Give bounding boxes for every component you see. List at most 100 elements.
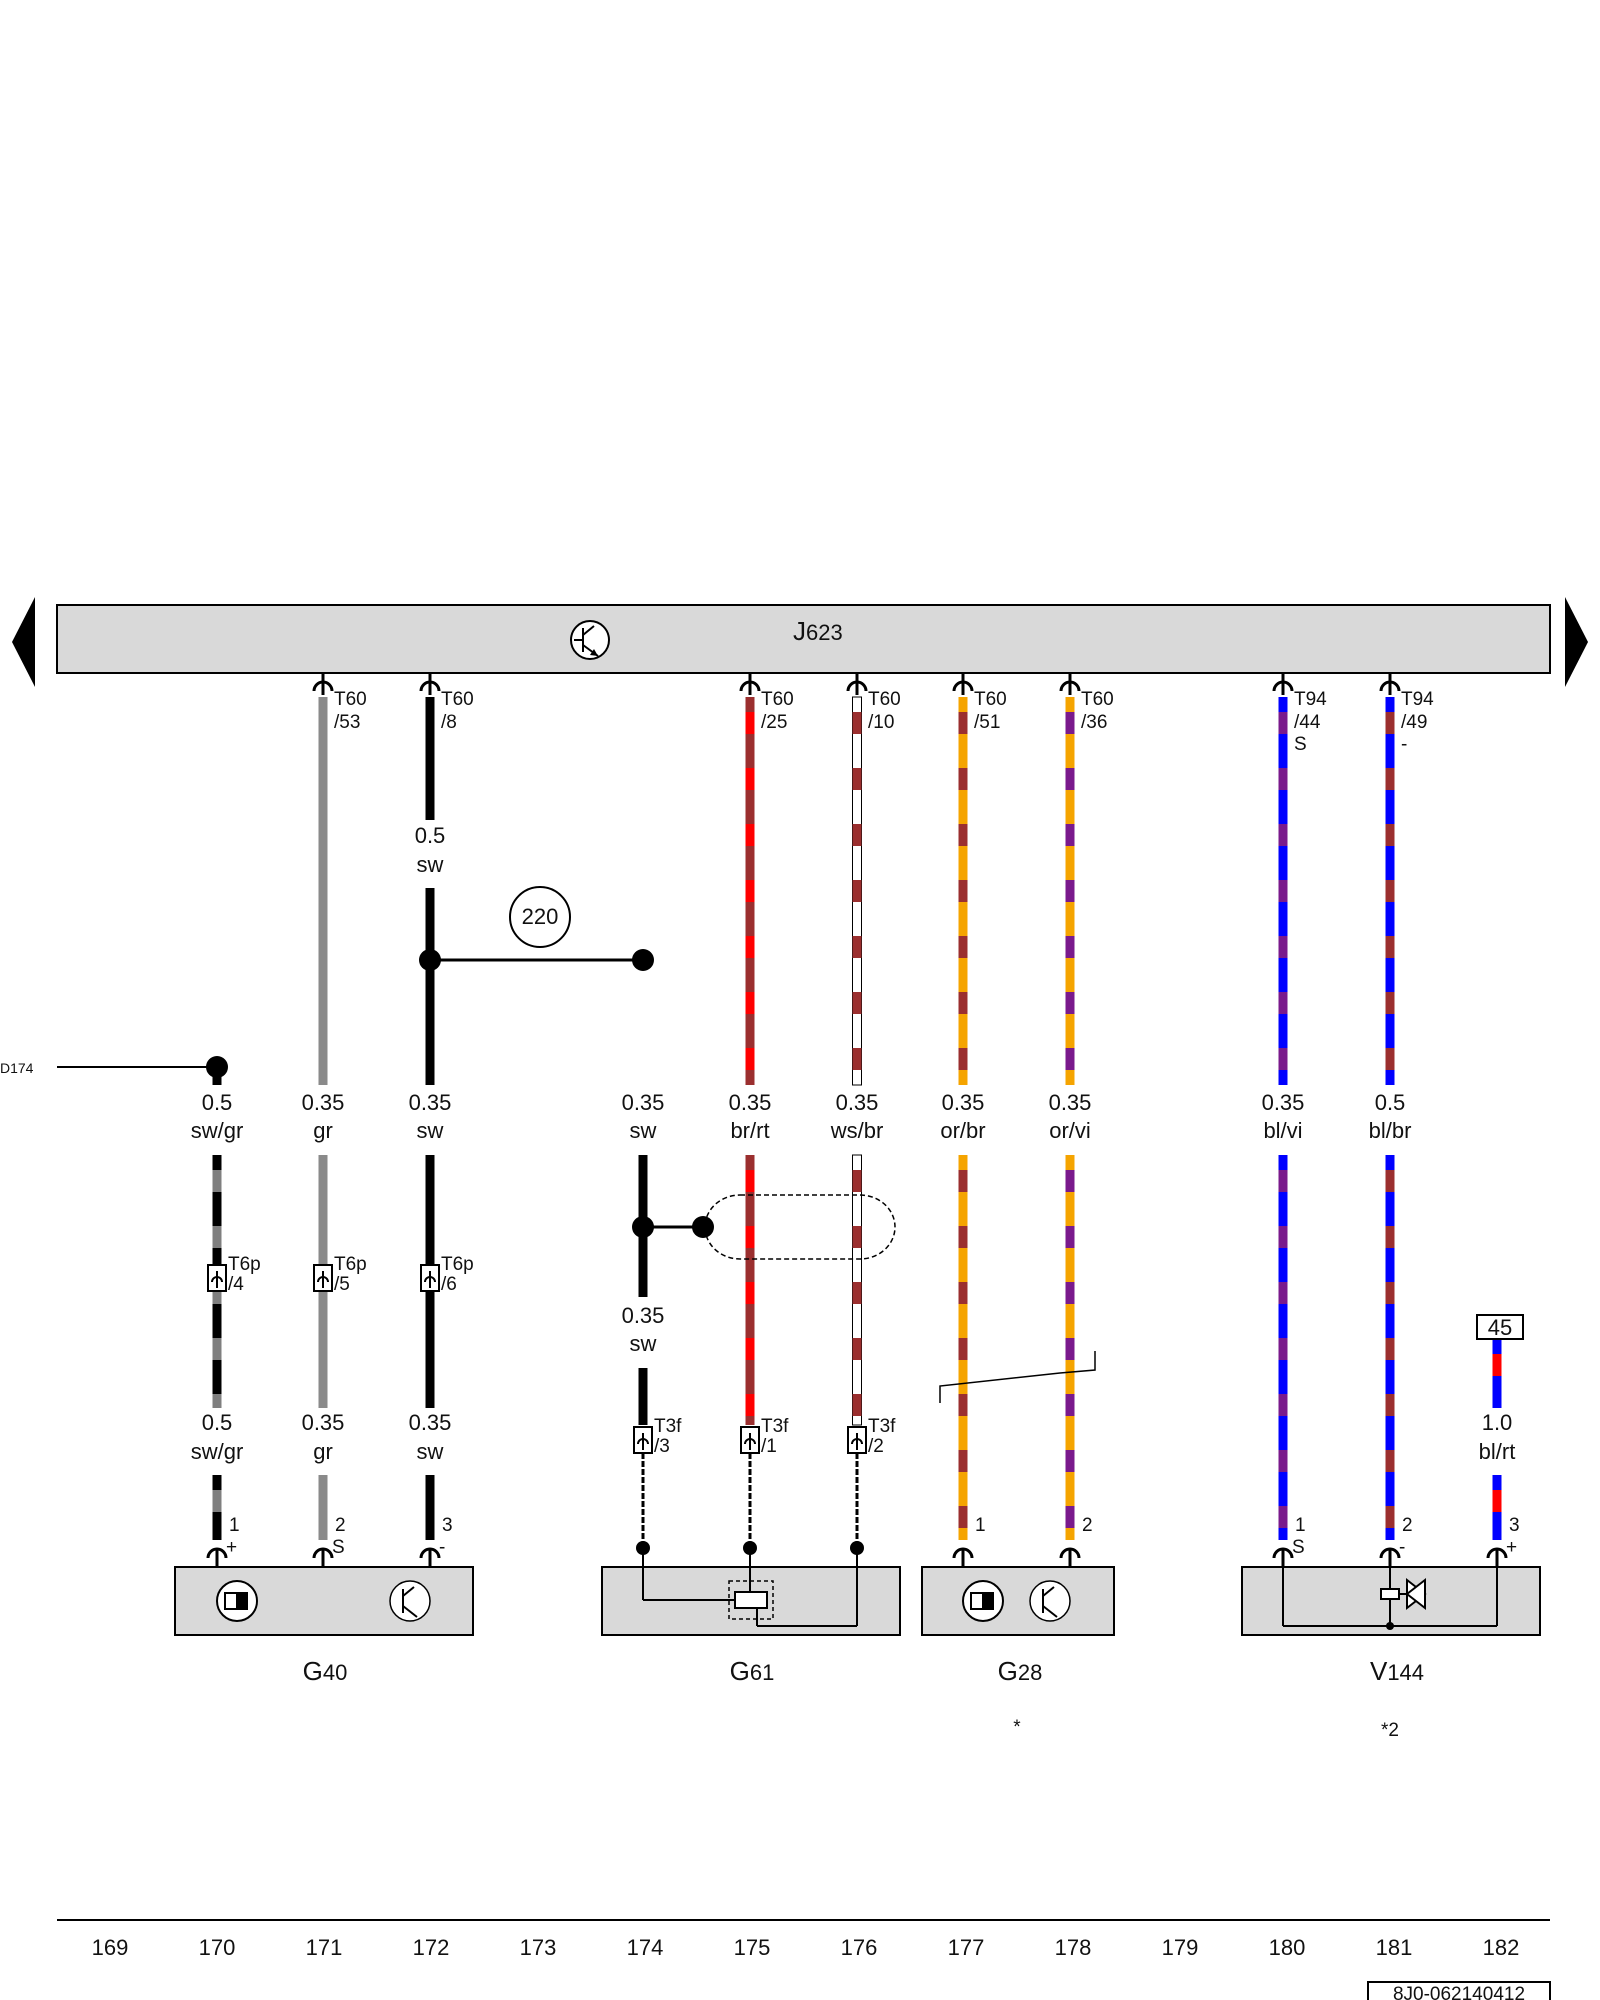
wires: 0.5sw/grT6p/40.5sw/gr1+T60/530.35grT6p/5… [191, 673, 1520, 1567]
component-pin-sign: - [1399, 1537, 1405, 1558]
component-pin-number: 1 [1295, 1515, 1306, 1536]
wire-color-label: sw [417, 852, 444, 877]
nav-right-arrow-icon[interactable] [1565, 597, 1588, 687]
wire-section-label: 0.35 [409, 1410, 452, 1435]
component-label-v144: V144 [1370, 1656, 1424, 1686]
ruler-tick-label: 180 [1269, 1935, 1306, 1960]
connector-label: T94 [1401, 689, 1434, 710]
junction-ref-label: 220 [522, 904, 559, 929]
wire-color-label: gr [313, 1439, 333, 1464]
junction-ref-circle [509, 886, 571, 948]
component-pin-sign: S [332, 1537, 345, 1558]
connector-label: T60 [868, 689, 901, 710]
component-pin-number: 2 [1082, 1515, 1093, 1536]
ruler-tick-label: 174 [627, 1935, 664, 1960]
inline-connector-pin: /6 [441, 1274, 457, 1295]
component-pin-number: 1 [975, 1515, 986, 1536]
hall-sensor-icon [962, 1580, 1004, 1622]
wire-section-label: 0.35 [409, 1090, 452, 1115]
component-pin-sign: + [1506, 1537, 1517, 1558]
ground-ref-label: D174 [0, 1060, 34, 1076]
connector-label: T60 [441, 689, 474, 710]
component-pin-number: 2 [1402, 1515, 1413, 1536]
doc-number: 8J0-062140412 [1393, 1984, 1525, 2000]
wire-section-label: 0.5 [415, 823, 446, 848]
component-pin-number: 3 [442, 1515, 453, 1536]
doc-number-box [1367, 1981, 1551, 2000]
ruler-tick-label: 169 [92, 1935, 129, 1960]
junction-dot [692, 1216, 714, 1238]
wire-color-label: bl/vi [1263, 1118, 1302, 1143]
wire-section-label: 0.5 [202, 1410, 233, 1435]
nav-left-arrow-icon[interactable] [12, 597, 35, 687]
wire-section-label: 0.35 [622, 1303, 665, 1328]
ruler-tick-label: 175 [734, 1935, 771, 1960]
inline-connector-label: T6p [228, 1254, 261, 1275]
ruler-tick-label: 170 [199, 1935, 236, 1960]
inline-connector-label: T3f [868, 1416, 896, 1437]
inline-connector-pin: /1 [761, 1436, 777, 1457]
connector-label: T94 [1294, 689, 1327, 710]
connector-label: T60 [334, 689, 367, 710]
connector-pin: /44 [1294, 712, 1321, 733]
ruler-tick-label: 181 [1376, 1935, 1413, 1960]
inline-connector-pin: /4 [228, 1274, 244, 1295]
ruler-tick-label: 178 [1055, 1935, 1092, 1960]
connector-pin-sign: S [1294, 734, 1307, 755]
inline-connector-label: T6p [334, 1254, 367, 1275]
ruler-tick-label: 176 [841, 1935, 878, 1960]
component-pin-sign: S [1292, 1537, 1305, 1558]
wire-color-label: bl/rt [1479, 1439, 1516, 1464]
wire-section-label: 0.5 [1375, 1090, 1406, 1115]
component-note-g28: * [1013, 1717, 1021, 1738]
connector-label: T60 [974, 689, 1007, 710]
component-g28-housing [921, 1566, 1115, 1636]
ruler-tick-label: 182 [1483, 1935, 1520, 1960]
wire-color-label: or/br [940, 1118, 985, 1143]
connector-pin: /53 [334, 712, 360, 733]
ruler-tick-label: 172 [413, 1935, 450, 1960]
wire-color-label: sw/gr [191, 1118, 244, 1143]
component-label-g40: G40 [303, 1656, 348, 1686]
wire-color-label: sw [417, 1118, 444, 1143]
wire-color-label: sw [630, 1331, 657, 1356]
inline-connector-pin: /3 [654, 1436, 670, 1457]
component-label-g61: G61 [730, 1656, 775, 1686]
wire-section-label: 1.0 [1482, 1410, 1513, 1435]
wire-section-label: 0.35 [1049, 1090, 1092, 1115]
connector-pin: /25 [761, 712, 787, 733]
control-unit-label: J623 [793, 616, 843, 646]
component-pin-number: 3 [1509, 1515, 1520, 1536]
inline-connector-pin: /2 [868, 1436, 884, 1457]
connector-label: T60 [761, 689, 794, 710]
ruler-tick-label: 177 [948, 1935, 985, 1960]
wire-color-label: gr [313, 1118, 333, 1143]
inline-connector-label: T6p [441, 1254, 474, 1275]
wire-section-label: 0.5 [202, 1090, 233, 1115]
inline-connector-pin: /5 [334, 1274, 350, 1295]
connector-pin: /8 [441, 712, 457, 733]
shield-outline [704, 1194, 896, 1260]
wire-section-label: 0.35 [1262, 1090, 1305, 1115]
inline-connector-label: T3f [654, 1416, 682, 1437]
wire-color-label: br/rt [730, 1118, 769, 1143]
component-pin-number: 1 [229, 1515, 240, 1536]
terminal-box [1476, 1314, 1524, 1340]
wire-section-label: 0.35 [729, 1090, 772, 1115]
wire-section-label: 0.35 [302, 1410, 345, 1435]
component-label-g28: G28 [998, 1656, 1043, 1686]
connector-pin: /10 [868, 712, 894, 733]
wire-color-label: bl/br [1369, 1118, 1412, 1143]
wire-color-label: or/vi [1049, 1118, 1091, 1143]
junction-dot [632, 1216, 654, 1238]
connector-pin-sign: - [1401, 734, 1407, 755]
ruler-tick-label: 171 [306, 1935, 343, 1960]
wire-color-label: sw [630, 1118, 657, 1143]
connector-label: T60 [1081, 689, 1114, 710]
wire-section-label: 0.35 [622, 1090, 665, 1115]
transistor-icon [1029, 1580, 1071, 1622]
wire-color-label: sw [417, 1439, 444, 1464]
twisted-pair-marker [939, 1351, 1096, 1403]
transistor-icon [389, 1580, 431, 1622]
